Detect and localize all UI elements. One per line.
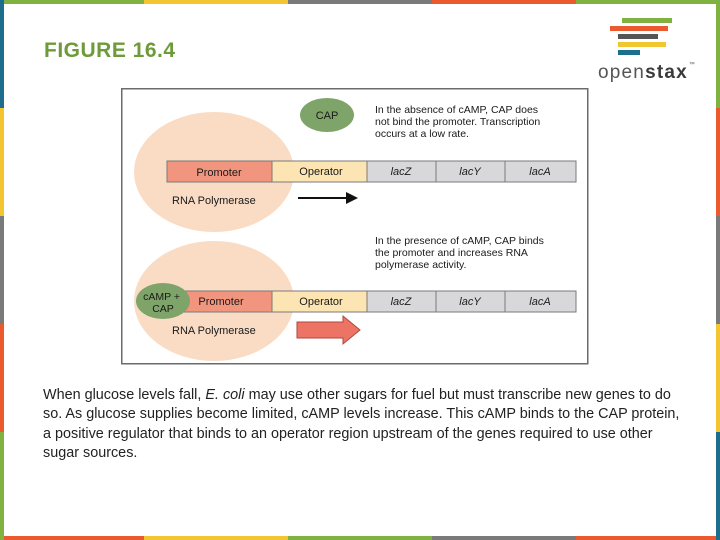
cap-oval: [300, 98, 354, 132]
slide-title: FIGURE 16.4: [44, 39, 176, 62]
promoter-label: Promoter: [198, 296, 244, 308]
camp-cap-oval: [136, 283, 190, 319]
gene-box-laca: [504, 290, 577, 313]
gene-label-lacy: lacY: [459, 296, 481, 308]
operator-label: Operator: [299, 296, 343, 308]
bottom-note: In the presence of cAMP, CAP binds the p…: [375, 235, 547, 271]
transcription-arrow-strong: [296, 314, 361, 346]
gene-label-lacz: lacZ: [391, 166, 413, 178]
figure-caption: When glucose levels fall, E. coli may us…: [43, 387, 680, 462]
dna-strand-top: Promoter Operator lacZ lacY lacA: [166, 160, 577, 183]
dna-strand-bottom: Promoter Operator lacZ lacY lacA: [166, 290, 577, 313]
cap-label: CAP: [316, 110, 339, 122]
camp-cap-label: cAMP + CAP: [143, 291, 183, 315]
gene-label-lacz: lacZ: [391, 296, 413, 308]
gene-label-laca: lacA: [529, 166, 550, 178]
lac-operon-figure: CAP In the absence of cAMP, CAP does not…: [121, 88, 589, 365]
gene-label-lacy: lacY: [459, 166, 481, 178]
gene-label-laca: lacA: [529, 296, 550, 308]
promoter-label: Promoter: [196, 167, 242, 179]
openstax-logo: openstax™: [596, 16, 700, 86]
gene-box-laca: [504, 160, 577, 183]
polymerase-label-top: RNA Polymerase: [172, 195, 256, 207]
transcription-arrow-weak: [298, 192, 358, 204]
logo-wordmark: openstax™: [598, 62, 697, 83]
operator-label: Operator: [299, 166, 343, 178]
polymerase-label-bottom: RNA Polymerase: [172, 325, 256, 337]
top-note: In the absence of cAMP, CAP does not bin…: [375, 104, 543, 140]
